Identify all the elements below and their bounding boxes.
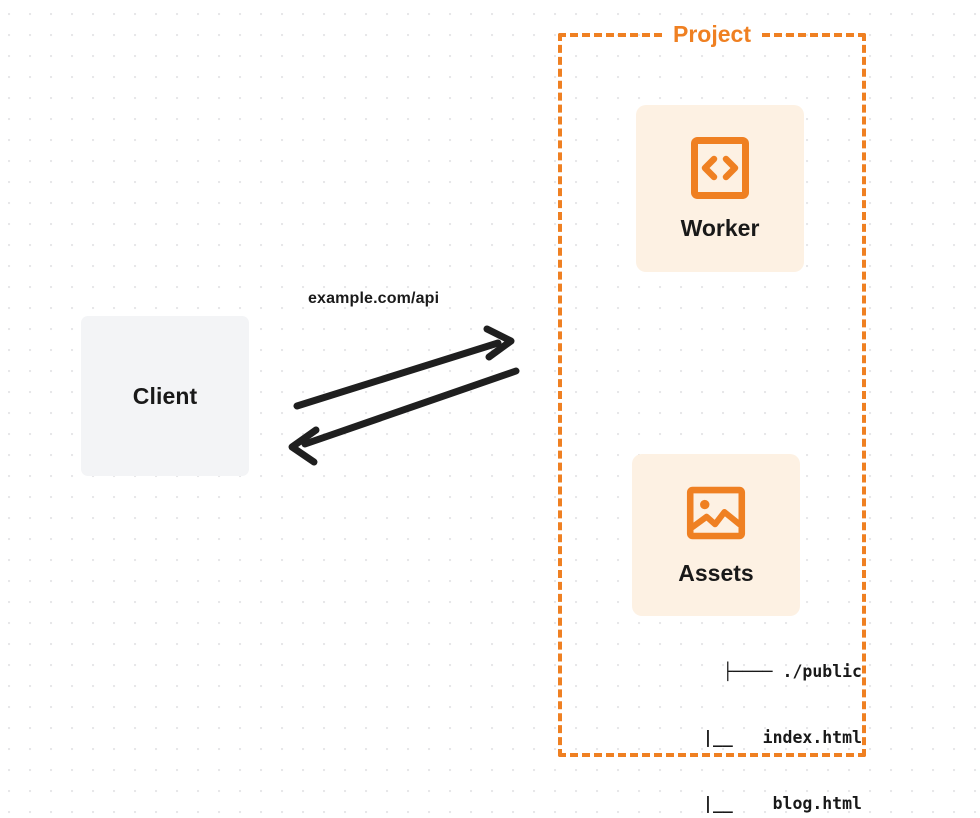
tree-line-index-html: |__ index.html (703, 728, 862, 747)
tree-line-blog-html: |__ blog.html (703, 794, 862, 813)
node-assets[interactable]: Assets (632, 454, 800, 616)
assets-file-tree: ├──── ./public |__ index.html |__ blog.h… (612, 617, 862, 818)
node-client[interactable]: Client (81, 316, 249, 476)
response-arrow (288, 367, 520, 466)
code-brackets-icon (691, 136, 749, 199)
node-assets-label: Assets (678, 560, 754, 586)
request-arrow (293, 325, 515, 410)
node-worker[interactable]: Worker (636, 105, 804, 272)
project-container[interactable]: Project Worker Assets ├──── ./public |__… (558, 19, 866, 813)
connection-label: example.com/api (308, 290, 440, 307)
tree-line-public: ├──── ./public (722, 662, 862, 681)
node-worker-label: Worker (680, 214, 760, 241)
project-title: Project (666, 19, 758, 49)
image-icon (686, 486, 746, 540)
node-client-label: Client (132, 382, 198, 409)
